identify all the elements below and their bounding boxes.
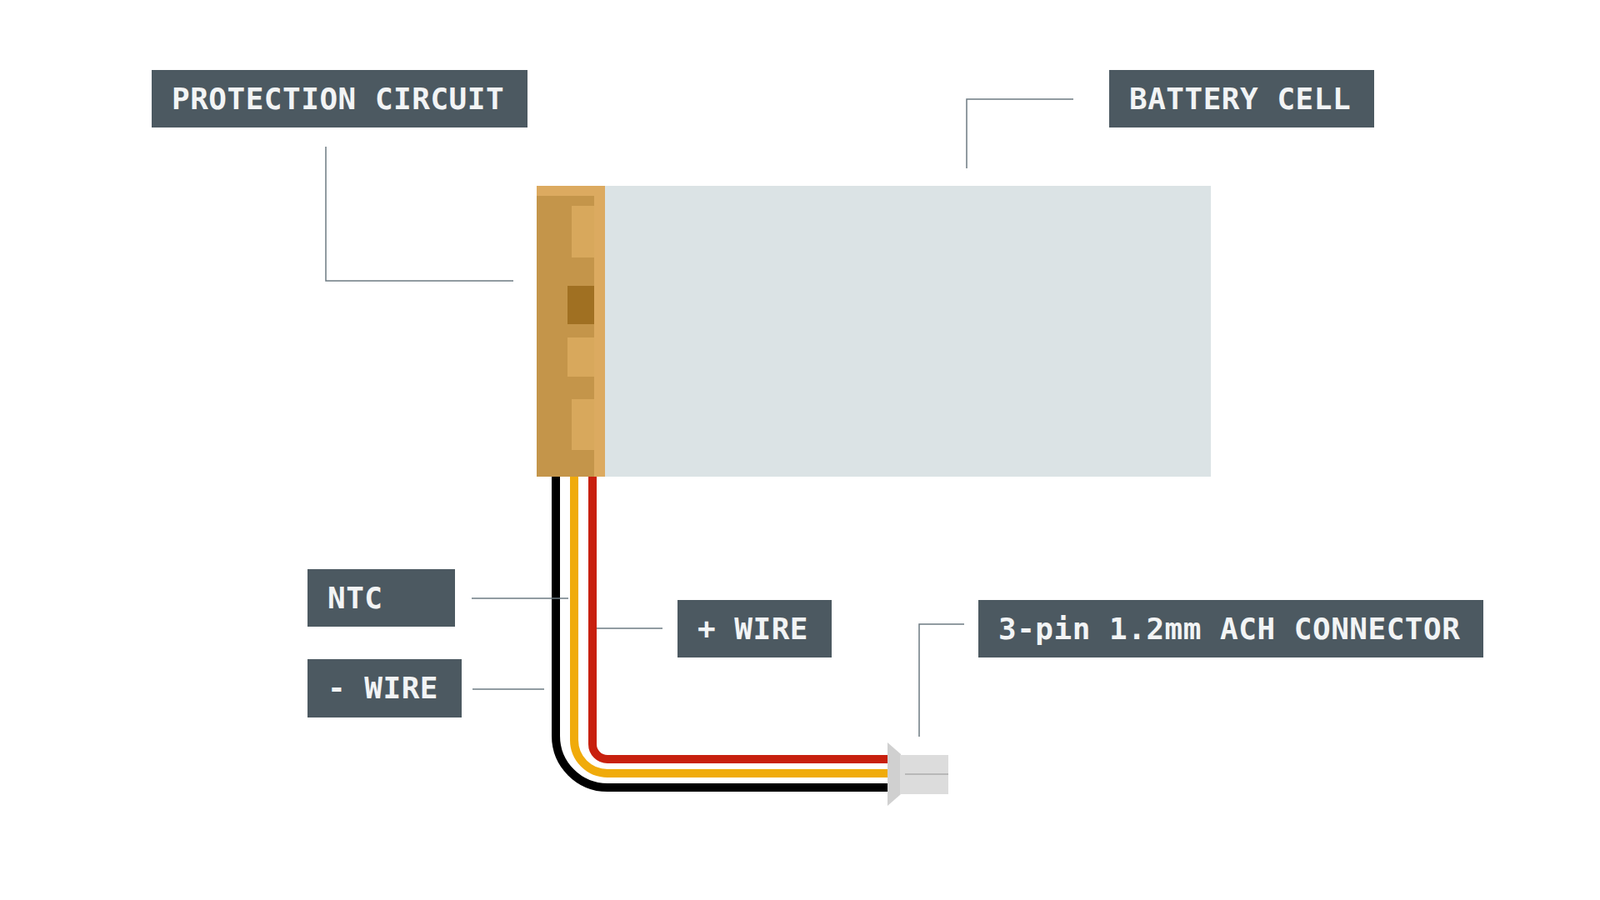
leader-line [966, 99, 1074, 169]
negative-wire [555, 476, 890, 788]
board-pad [571, 205, 595, 258]
ntc-wire [574, 476, 890, 774]
callout-label: BATTERY CELL [1109, 70, 1375, 128]
label-text: BATTERY CELL [1129, 80, 1351, 117]
board-chip [567, 285, 595, 325]
label-text: PROTECTION CIRCUIT [171, 80, 505, 117]
positive-wire [592, 476, 890, 760]
label-text: + WIRE [697, 610, 809, 647]
callout-label: + WIRE [677, 600, 832, 658]
callout-label: NTC [307, 569, 455, 627]
callout-label: 3-pin 1.2mm ACH CONNECTOR [978, 600, 1484, 658]
leader-line [596, 627, 663, 630]
leader-line [919, 624, 965, 737]
connector-flange [887, 742, 901, 806]
board-edge [594, 185, 605, 477]
board-pad [567, 337, 595, 377]
connector-body [900, 755, 949, 795]
label-text: NTC [327, 580, 384, 616]
callout-label: PROTECTION CIRCUIT [151, 70, 528, 128]
leader-line [472, 688, 545, 690]
protection-board [536, 185, 605, 477]
label-text: - WIRE [327, 670, 439, 706]
leader-line [325, 146, 514, 281]
connector-line [905, 773, 949, 775]
leader-line [471, 597, 569, 600]
board-pad [571, 399, 595, 450]
battery-cell [605, 185, 1211, 477]
callout-label: - WIRE [307, 659, 462, 718]
label-text: 3-pin 1.2mm ACH CONNECTOR [998, 610, 1460, 647]
